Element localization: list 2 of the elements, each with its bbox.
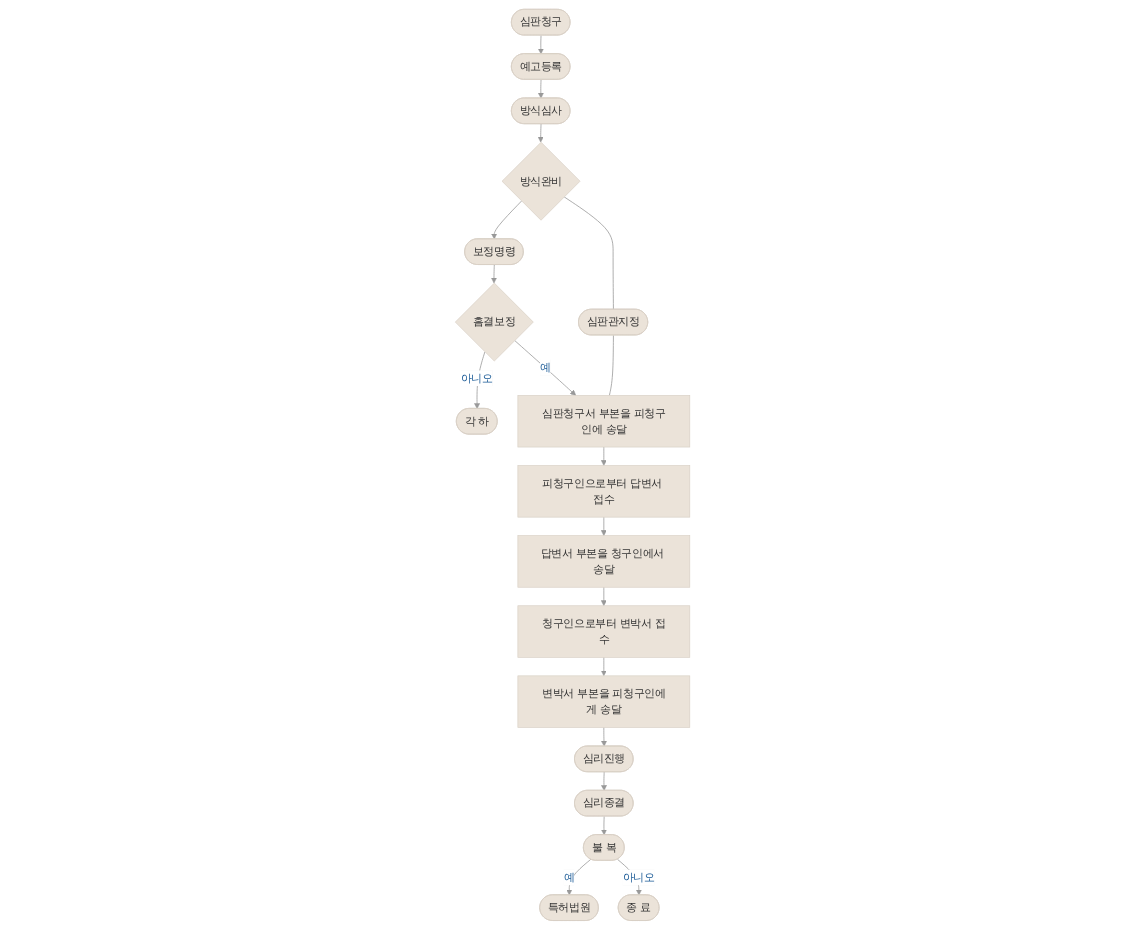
connector [608,335,614,396]
connector [563,196,614,310]
